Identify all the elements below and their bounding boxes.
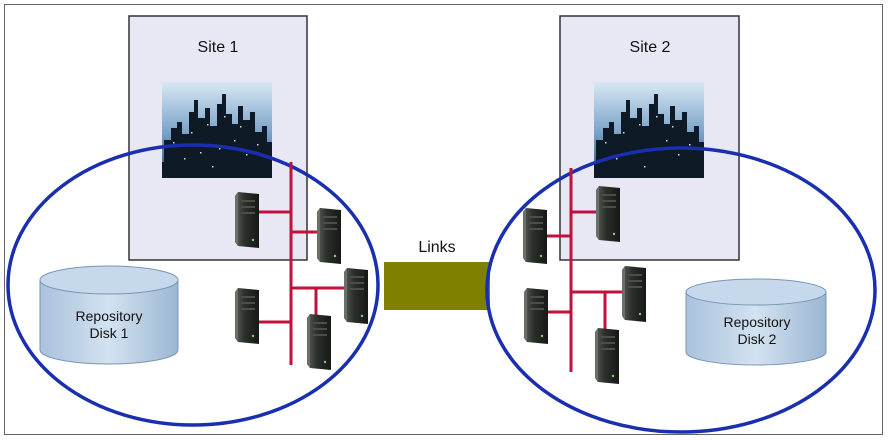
cluster-1-server-4 [235, 288, 259, 344]
cluster-2-server-3 [622, 266, 646, 322]
site-2-box [559, 15, 740, 261]
cluster-2-server-2 [523, 208, 547, 264]
links-label: Links [418, 239, 455, 256]
repository-disk-2-label-line2: Disk 2 [738, 331, 777, 347]
links: Links [384, 239, 490, 310]
repository-disk-1-label-line1: Repository [76, 308, 143, 324]
cluster-1-server-3 [344, 268, 368, 324]
site-2: Site 2 [559, 15, 740, 261]
repository-disk-2-label-line1: Repository [724, 314, 791, 330]
repository-disk-1-label-line2: Disk 1 [90, 325, 129, 341]
cluster-1-network [256, 162, 348, 365]
cluster-2-server-4 [524, 288, 548, 344]
cluster-2-network [544, 168, 626, 372]
site-2-city-icon [594, 82, 704, 178]
cluster-1-ring [6, 143, 380, 427]
cluster-1-server-5 [307, 314, 331, 370]
repository-disk-2: Repository Disk 2 [685, 278, 827, 366]
cluster-2-server-5 [595, 328, 619, 384]
site-1-label: Site 1 [198, 39, 239, 56]
site-2-label: Site 2 [630, 39, 671, 56]
cluster-1-server-1 [235, 192, 259, 248]
cluster-1-server-2 [317, 208, 341, 264]
cluster-2-server-1 [596, 186, 620, 242]
site-1: Site 1 [128, 15, 308, 261]
cluster-2-ring [485, 146, 877, 434]
repository-disk-1: Repository Disk 1 [39, 265, 179, 365]
site-1-city-icon [162, 82, 272, 178]
links-connector [384, 262, 490, 310]
